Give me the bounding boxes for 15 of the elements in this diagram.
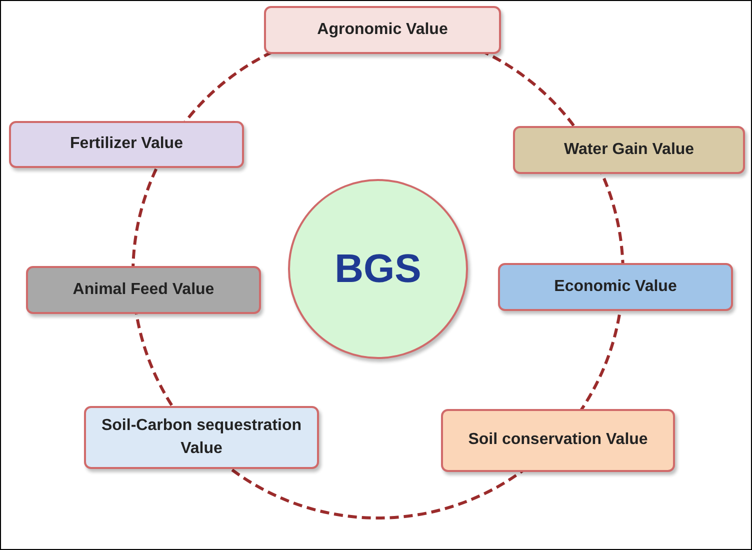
value-box (9, 121, 244, 168)
node-label: Agronomic Value (316, 20, 449, 40)
value-box (513, 126, 745, 174)
value-box (26, 266, 261, 314)
value-box (498, 263, 733, 311)
value-box (441, 409, 675, 472)
node-label: Soil conservation Value (467, 430, 649, 450)
value-box (84, 406, 319, 469)
node-label: Water Gain Value (562, 140, 696, 160)
value-box (264, 6, 501, 54)
node-label: Soil-Carbon sequestration Value (100, 416, 303, 458)
center-label: BGS (334, 246, 422, 293)
node-label: Fertilizer Value (69, 134, 184, 154)
node-label: Economic Value (553, 276, 678, 297)
node-label: Animal Feed Value (72, 280, 216, 300)
